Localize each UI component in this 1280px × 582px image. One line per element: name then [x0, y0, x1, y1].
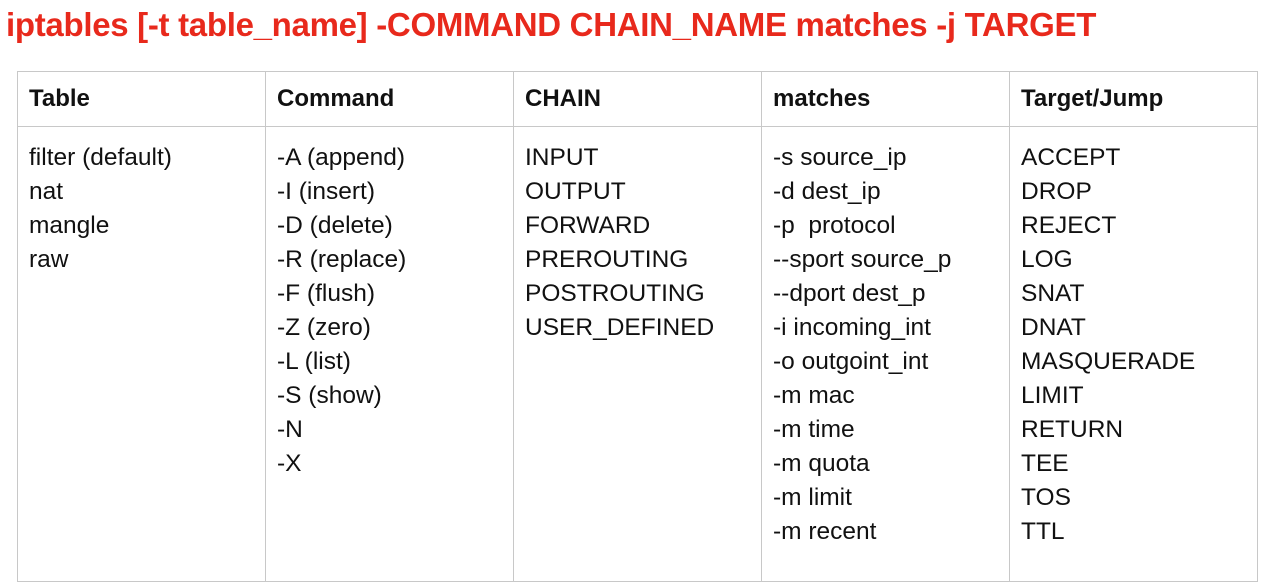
list-item: TTL — [1021, 518, 1065, 545]
list-item: -s source_ip — [773, 144, 907, 171]
list-item: -m mac — [773, 382, 855, 409]
header-table: Table — [17, 71, 266, 127]
list-item: SNAT — [1021, 280, 1085, 307]
list-item: -o outgoint_int — [773, 348, 929, 375]
table-row: filter (default) nat mangle raw -A (append)… — [17, 126, 1258, 582]
column-target-values: ACCEPT DROP REJECT LOG SNAT DNAT MASQUERADE LIM… — [1009, 126, 1258, 582]
list-item: mangle — [29, 212, 110, 239]
list-item: TEE — [1021, 450, 1069, 477]
header-command: Command — [265, 71, 514, 127]
list-item: -p protocol — [773, 212, 896, 239]
list-item: -i incoming_int — [773, 314, 931, 341]
list-item: REJECT — [1021, 212, 1117, 239]
list-item: -N — [277, 416, 303, 443]
list-item: TOS — [1021, 484, 1071, 511]
column-chain-values: INPUT OUTPUT FORWARD PREROUTING POSTROUTING U… — [513, 126, 762, 582]
list-item: -L (list) — [277, 348, 351, 375]
list-item: LOG — [1021, 246, 1073, 273]
iptables-syntax-table: Table Command CHAIN matches Target/Jump … — [17, 71, 1258, 582]
list-item: ACCEPT — [1021, 144, 1121, 171]
list-item: -Z (zero) — [277, 314, 371, 341]
list-item: PREROUTING — [525, 246, 689, 273]
column-command-values: -A (append) -I (insert) -D (delete) -R (rep… — [265, 126, 514, 582]
list-item: FORWARD — [525, 212, 651, 239]
header-matches: matches — [761, 71, 1010, 127]
list-item: -S (show) — [277, 382, 382, 409]
list-item: -m quota — [773, 450, 870, 477]
list-item: -m time — [773, 416, 855, 443]
page-title: iptables [-t table_name] -COMMAND CHAIN_… — [6, 6, 1097, 43]
list-item: -I (insert) — [277, 178, 375, 205]
list-item: INPUT — [525, 144, 599, 171]
list-item: RETURN — [1021, 416, 1124, 443]
iptables-syntax-table-container: Table Command CHAIN matches Target/Jump … — [17, 71, 1258, 582]
list-item: DNAT — [1021, 314, 1086, 341]
header-target-jump: Target/Jump — [1009, 71, 1258, 127]
list-item: nat — [29, 178, 64, 205]
list-item: -A (append) — [277, 144, 406, 171]
list-item: -F (flush) — [277, 280, 375, 307]
list-item: --dport dest_p — [773, 280, 926, 307]
list-item: --sport source_p — [773, 246, 952, 273]
list-item: -D (delete) — [277, 212, 393, 239]
column-matches-values: -s source_ip -d dest_ip -p protocol --sport… — [761, 126, 1010, 582]
list-item: -d dest_ip — [773, 178, 881, 205]
list-item: OUTPUT — [525, 178, 626, 205]
column-table-values: filter (default) nat mangle raw — [17, 126, 266, 582]
list-item: -m limit — [773, 484, 852, 511]
list-item: POSTROUTING — [525, 280, 705, 307]
list-item: LIMIT — [1021, 382, 1084, 409]
list-item: raw — [29, 246, 69, 273]
table-header-row: Table Command CHAIN matches Target/Jump — [17, 71, 1258, 127]
list-item: USER_DEFINED — [525, 314, 715, 341]
list-item: -X — [277, 450, 302, 477]
list-item: -m recent — [773, 518, 877, 545]
list-item: MASQUERADE — [1021, 348, 1196, 375]
list-item: filter (default) — [29, 144, 172, 171]
header-chain: CHAIN — [513, 71, 762, 127]
list-item: -R (replace) — [277, 246, 407, 273]
list-item: DROP — [1021, 178, 1092, 205]
